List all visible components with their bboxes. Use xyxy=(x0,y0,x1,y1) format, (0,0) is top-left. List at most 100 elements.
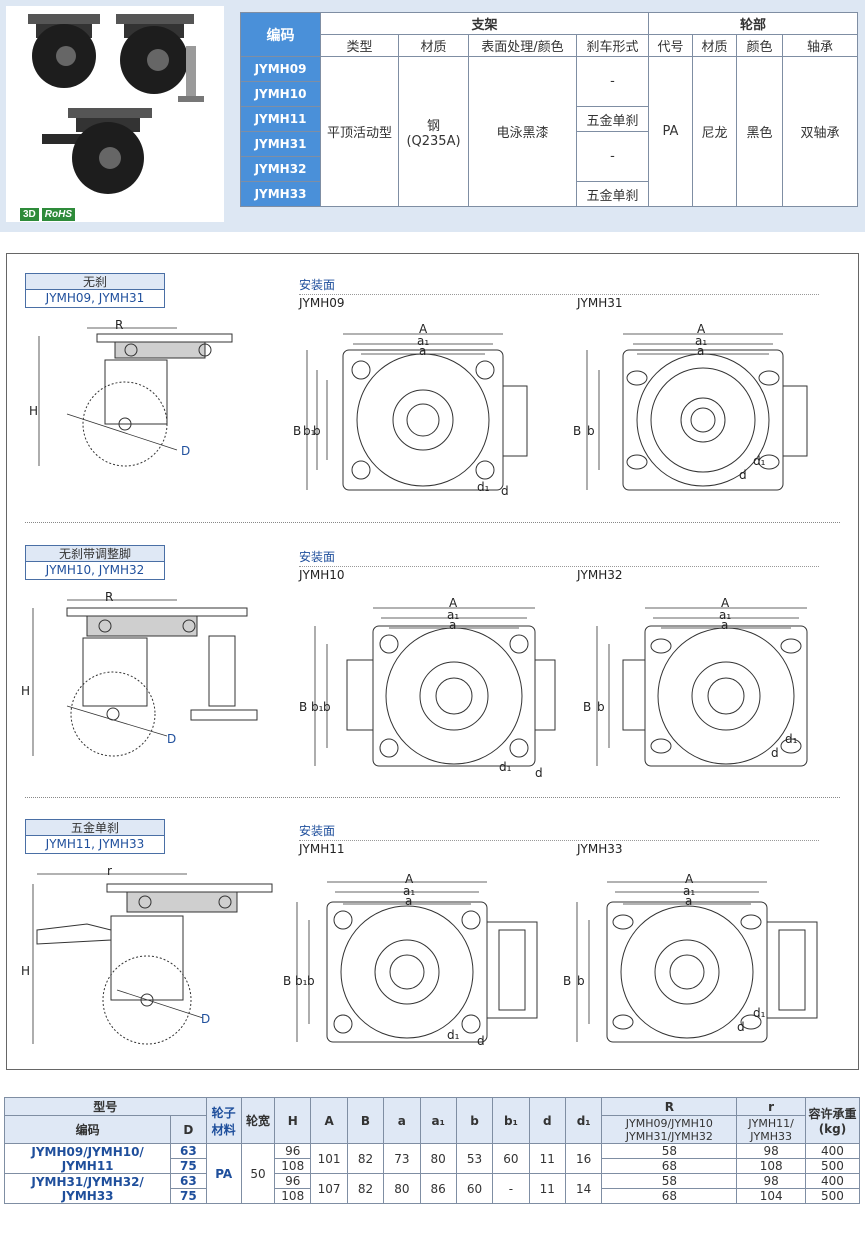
left-model-label: JYMH10 xyxy=(299,568,345,582)
spec-code-header: 编码 xyxy=(240,12,321,57)
dim-d: d xyxy=(771,746,779,760)
top-view-drawings xyxy=(306,333,808,491)
dim-A: A xyxy=(697,322,706,336)
dim-B: B xyxy=(563,974,572,988)
dim-header-D: D xyxy=(170,1115,207,1144)
dim-D-cell: 75 xyxy=(170,1158,207,1174)
dim-code-cell: JYMH09/JYMH10/ JYMH11 xyxy=(3,1143,172,1174)
spec-wheel-color: 黑色 xyxy=(736,56,783,207)
dim-header-R-sub: JYMH09/JYMH10 JYMH31/JYMH32 xyxy=(601,1115,738,1144)
product-photo: 3D RoHS xyxy=(6,6,224,222)
spec-code-cell: JYMH09 xyxy=(240,56,321,82)
dim-b: b xyxy=(313,424,321,438)
dim-R-cell: 58 xyxy=(601,1173,738,1189)
dim-b1-cell: 60 xyxy=(492,1143,530,1174)
dim-d1: d₁ xyxy=(785,732,798,746)
spec-bearing: 双轴承 xyxy=(782,56,858,207)
dim-A: A xyxy=(685,872,694,886)
dim-header-col: a xyxy=(383,1097,421,1144)
right-model-label: JYMH31 xyxy=(577,296,623,310)
dim-d: d xyxy=(737,1020,745,1034)
dim-header-width: 轮宽 xyxy=(240,1097,276,1144)
caster-image-3 xyxy=(42,108,152,194)
dim-header-r-sub: JYMH11/ JYMH33 xyxy=(736,1115,806,1144)
right-model-label: JYMH33 xyxy=(577,842,623,856)
top-view-drawings xyxy=(296,881,818,1043)
dim-R-cell: 58 xyxy=(601,1143,738,1159)
dim-H-cell: 96 xyxy=(274,1173,312,1189)
dim-label-width: r xyxy=(107,864,112,878)
dim-a1: a₁ xyxy=(403,884,416,898)
caster-product-image xyxy=(28,14,204,194)
left-model-label: JYMH11 xyxy=(299,842,345,856)
left-model-label: JYMH09 xyxy=(299,296,345,310)
dim-r-cell: 98 xyxy=(736,1173,806,1189)
dim-label-dia: D xyxy=(181,444,191,458)
dim-header-col: H xyxy=(274,1097,312,1144)
dim-code-cell: JYMH31/JYMH32/ JYMH33 xyxy=(3,1173,172,1204)
spec-type: 平顶活动型 xyxy=(320,56,399,207)
dim-header-code: 编码 xyxy=(3,1115,172,1144)
dim-load-cell: 400 xyxy=(804,1173,861,1189)
dim-a1-cell: 80 xyxy=(419,1143,457,1174)
spec-brake: 五金单刹 xyxy=(576,181,649,207)
dim-b-cell: 53 xyxy=(455,1143,494,1174)
dim-a1: a₁ xyxy=(683,884,696,898)
dim-r-cell: 98 xyxy=(736,1143,806,1159)
dim-d: d xyxy=(535,766,543,780)
dim-header-col: d xyxy=(528,1097,566,1144)
dim-label-height: H xyxy=(29,404,39,418)
dim-d: d xyxy=(739,468,747,482)
dim-header-load: 容许承重 (kg) xyxy=(804,1097,861,1144)
dim-d1: d₁ xyxy=(477,480,490,494)
spec-brake: 五金单刹 xyxy=(576,106,649,132)
dim-a1: a₁ xyxy=(695,334,708,348)
dim-header-wheel-mat: 轮子材料 xyxy=(205,1097,242,1144)
row-tag: 五金单刹 JYMH11, JYMH33 xyxy=(25,819,165,854)
dim-a1: a₁ xyxy=(447,608,460,622)
spec-surface: 电泳黑漆 xyxy=(468,56,577,207)
dim-r-cell: 104 xyxy=(736,1188,806,1204)
spec-code-cell: JYMH32 xyxy=(240,156,321,182)
mount-face-line xyxy=(299,294,819,295)
dim-d1-cell: 14 xyxy=(564,1173,603,1204)
dim-B: B xyxy=(299,700,308,714)
dim-d1: d₁ xyxy=(447,1028,460,1042)
dim-a: a xyxy=(721,618,729,632)
dim-d1-cell: 16 xyxy=(564,1143,603,1174)
product-header: 3D RoHS 编码 支架 轮部 类型 材质 表面处理/颜色 刹车形式 代号 材… xyxy=(0,0,865,232)
dim-d-cell: 11 xyxy=(528,1173,566,1204)
dim-a1: a₁ xyxy=(719,608,732,622)
row-title: 五金单刹 xyxy=(26,820,164,836)
dim-a1: a₁ xyxy=(417,334,430,348)
dim-b: b xyxy=(577,974,585,988)
spec-wheel-material: 尼龙 xyxy=(692,56,737,207)
dim-wheel-mat-cell: PA xyxy=(205,1143,242,1204)
spec-material-line1: 钢 xyxy=(426,118,440,134)
dim-b1: b₁ xyxy=(303,424,316,438)
dim-A: A xyxy=(449,596,458,610)
dim-B: B xyxy=(573,424,582,438)
mount-face-line xyxy=(299,566,819,567)
spec-sub-header: 类型 xyxy=(320,34,399,57)
dim-b: b xyxy=(597,700,605,714)
spec-sub-header: 代号 xyxy=(648,34,693,57)
spec-brake: - xyxy=(576,56,649,107)
right-model-label: JYMH32 xyxy=(577,568,623,582)
spec-wheel-code: PA xyxy=(648,56,693,207)
dim-b1: b₁ xyxy=(311,700,324,714)
dim-header-col: b xyxy=(455,1097,494,1144)
dim-d: d xyxy=(501,484,509,498)
dim-A: A xyxy=(405,872,414,886)
dimension-table: 型号 轮子材料 轮宽 H A B a a₁ b b₁ d d₁ R r 容许承重… xyxy=(3,1097,861,1204)
dim-b: b xyxy=(323,700,331,714)
row-tag: 无刹带调整脚 JYMH10, JYMH32 xyxy=(25,545,165,580)
spec-group-bracket: 支架 xyxy=(320,12,649,35)
dim-a-cell: 73 xyxy=(383,1143,421,1174)
dim-a: a xyxy=(697,344,705,358)
dim-header-model: 型号 xyxy=(4,1097,207,1116)
dim-H-cell: 96 xyxy=(274,1143,312,1159)
dim-H-cell: 108 xyxy=(274,1158,312,1174)
top-view-drawings xyxy=(314,607,808,767)
spec-sub-header: 刹车形式 xyxy=(576,34,649,57)
